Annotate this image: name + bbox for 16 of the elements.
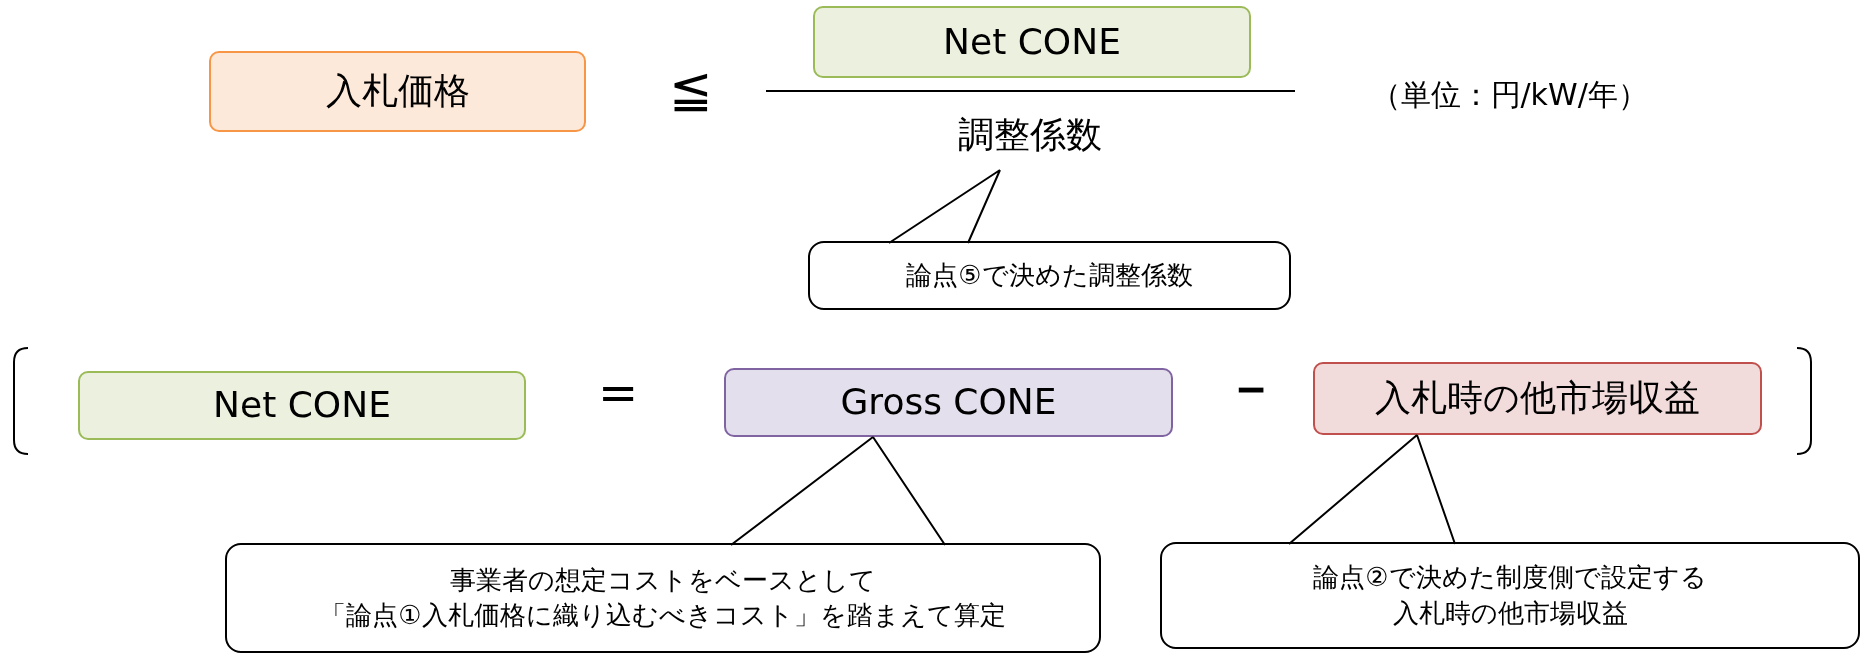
callout-pointer <box>888 169 1001 244</box>
callout-box: 論点②で決めた制度側で設定する入札時の他市場収益 <box>1160 542 1860 649</box>
formula-box: 入札時の他市場収益 <box>1313 362 1762 435</box>
callout-pointer <box>730 436 946 546</box>
callout-box: 論点⑤で決めた調整係数 <box>808 241 1291 310</box>
formula-box: Gross CONE <box>724 368 1173 437</box>
relation-sign: ≦ <box>669 59 713 119</box>
formula-box: Net CONE <box>813 6 1251 78</box>
unit-note: （単位：円/kW/年） <box>1370 75 1648 114</box>
formula-box: Net CONE <box>78 371 526 440</box>
equals-sign: = <box>598 364 639 420</box>
callout-box: 事業者の想定コストをベースとして「論点①入札価格に織り込むべきコスト」を踏まえて算定 <box>225 543 1101 653</box>
formula-box: 入札価格 <box>209 51 586 132</box>
callout-pointer <box>1288 434 1456 545</box>
minus-sign: － <box>1225 356 1277 419</box>
denominator-text: 調整係数 <box>930 100 1130 170</box>
